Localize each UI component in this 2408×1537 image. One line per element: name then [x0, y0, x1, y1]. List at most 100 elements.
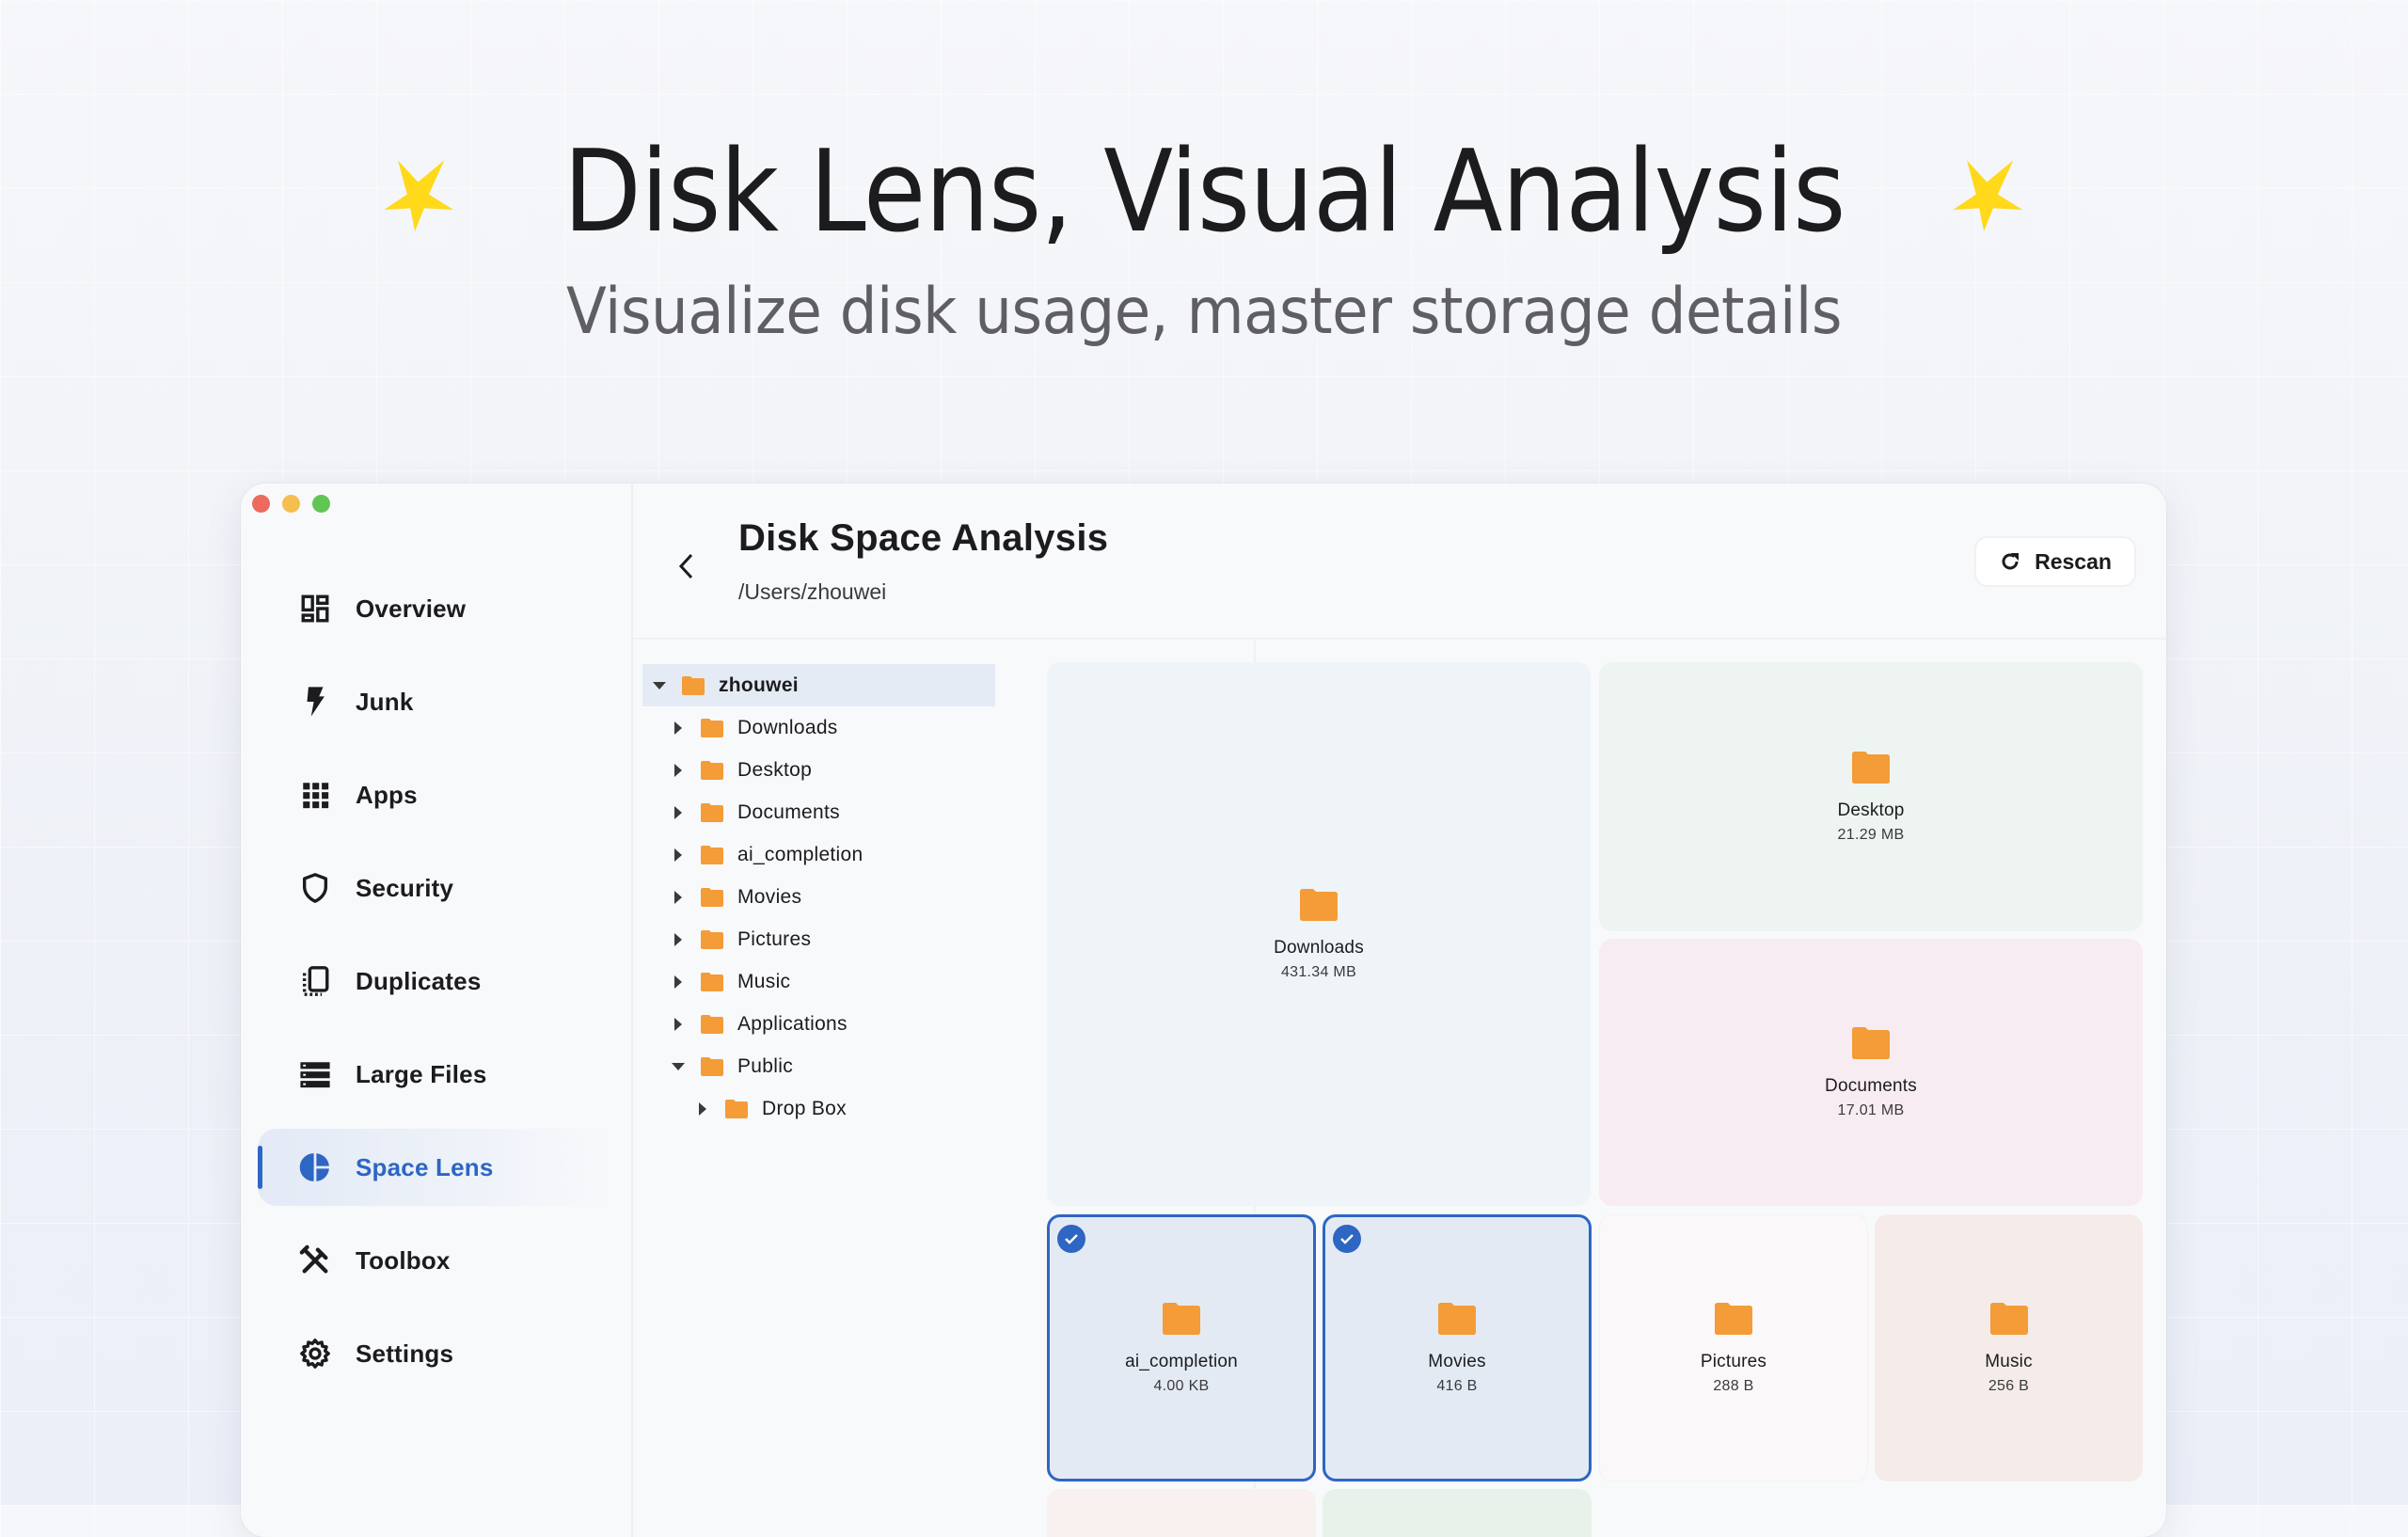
tile-name: Pictures	[1700, 1352, 1767, 1371]
sidebar-item-overview[interactable]: Overview	[258, 570, 610, 647]
tree-item-name: Drop Box	[762, 1097, 847, 1119]
tree-item-name: zhouwei	[719, 673, 799, 696]
tile-size: 256 B	[1988, 1378, 2030, 1394]
caret-right-icon[interactable]	[691, 1098, 714, 1120]
folder-icon	[1715, 1303, 1752, 1335]
folder-icon	[701, 718, 723, 737]
tile-size: 21.29 MB	[1837, 827, 1905, 843]
sidebar-item-space-lens[interactable]: Space Lens	[258, 1129, 610, 1206]
checkmark-icon[interactable]	[1333, 1225, 1361, 1253]
sidebar-item-label: Junk	[356, 687, 414, 716]
tile-name: ai_completion	[1125, 1352, 1238, 1371]
refresh-icon	[2002, 553, 2020, 570]
folder-icon	[701, 1014, 723, 1034]
close-window-button[interactable]	[252, 495, 270, 513]
sidebar-item-label: Apps	[356, 780, 418, 809]
sidebar-item-label: Duplicates	[356, 966, 482, 995]
tile-name: Movies	[1428, 1352, 1486, 1371]
rescan-button[interactable]: Rescan	[1974, 536, 2136, 587]
sidebar-item-label: Settings	[356, 1339, 454, 1368]
folder-icon	[1852, 1027, 1890, 1059]
star-icon	[384, 160, 454, 231]
tree-row[interactable]: ai_completion	[667, 833, 863, 876]
treemap-tile-desktop[interactable]: Desktop 21.29 MB	[1599, 662, 2143, 931]
tile-name: Music	[1985, 1352, 2033, 1371]
tile-name: Desktop	[1837, 800, 1905, 820]
folder-icon	[1989, 1303, 2028, 1335]
duplicate-icon	[299, 965, 331, 997]
caret-right-icon[interactable]	[667, 717, 689, 739]
caret-down-icon[interactable]	[648, 674, 671, 697]
tools-icon	[299, 1244, 331, 1276]
tile-name: Documents	[1825, 1076, 1917, 1096]
tree-row[interactable]: Drop Box	[691, 1087, 847, 1130]
hero-title-row: Disk Lens, Visual Analysis	[0, 122, 2408, 263]
treemap-tile-movies[interactable]: Movies 416 B	[1323, 1214, 1592, 1482]
treemap-tile-documents[interactable]: Documents 17.01 MB	[1599, 939, 2143, 1206]
tree-row[interactable]: Pictures	[667, 918, 811, 960]
maximize-window-button[interactable]	[312, 495, 330, 513]
page-header: Disk Space Analysis /Users/zhouwei Resca…	[633, 483, 2166, 640]
apps-grid-icon	[299, 779, 331, 811]
sidebar-item-duplicates[interactable]: Duplicates	[258, 943, 610, 1020]
folder-icon	[701, 802, 723, 822]
current-path: /Users/zhouwei	[738, 579, 887, 604]
folder-icon	[725, 1099, 748, 1118]
star-icon	[1953, 160, 2023, 231]
tree-item-name: Desktop	[737, 758, 813, 781]
back-button[interactable]	[667, 538, 705, 594]
hero-subtitle: Visualize disk usage, master storage det…	[566, 275, 1842, 349]
sidebar-item-apps[interactable]: Apps	[258, 756, 610, 833]
app-window: Overview Junk Apps Security	[241, 483, 2166, 1537]
tree-item-name: Applications	[737, 1012, 848, 1035]
tree-row[interactable]: Desktop	[667, 749, 812, 791]
page-title: Disk Space Analysis	[738, 517, 1109, 559]
sidebar-item-toolbox[interactable]: Toolbox	[258, 1222, 610, 1299]
pie-chart-icon	[299, 1151, 331, 1183]
treemap-tile-pictures[interactable]: Pictures 288 B	[1599, 1214, 1868, 1482]
caret-down-icon[interactable]	[667, 1055, 689, 1078]
minimize-window-button[interactable]	[282, 495, 300, 513]
treemap-tile-partial[interactable]	[1047, 1489, 1316, 1537]
tree-row-root[interactable]: zhouwei	[642, 664, 995, 706]
caret-right-icon[interactable]	[667, 971, 689, 993]
sidebar-item-label: Space Lens	[356, 1152, 494, 1181]
folder-icon	[701, 760, 723, 780]
sidebar-item-security[interactable]: Security	[258, 849, 610, 927]
treemap-tile-partial[interactable]	[1323, 1489, 1592, 1537]
treemap-tile-music[interactable]: Music 256 B	[1875, 1214, 2143, 1482]
caret-right-icon[interactable]	[667, 759, 689, 782]
tree-row[interactable]: Public	[667, 1045, 793, 1087]
caret-right-icon[interactable]	[667, 1013, 689, 1036]
overview-grid-icon	[299, 593, 331, 625]
sidebar-item-large-files[interactable]: Large Files	[258, 1036, 610, 1113]
sidebar-nav: Overview Junk Apps Security	[258, 570, 610, 1408]
treemap-tile-ai-completion[interactable]: ai_completion 4.00 KB	[1047, 1214, 1316, 1482]
rescan-label: Rescan	[2035, 548, 2112, 574]
tree-row[interactable]: Movies	[667, 876, 801, 918]
tree-item-name: Music	[737, 970, 791, 992]
folder-icon	[701, 845, 723, 864]
tile-name: Downloads	[1274, 938, 1364, 958]
tree-row[interactable]: Downloads	[667, 706, 838, 749]
sidebar-item-settings[interactable]: Settings	[258, 1315, 610, 1392]
caret-right-icon[interactable]	[667, 928, 689, 951]
sidebar-item-junk[interactable]: Junk	[258, 663, 610, 740]
folder-icon	[1438, 1303, 1476, 1335]
stack-icon	[299, 1058, 331, 1090]
lightning-icon	[299, 686, 331, 718]
caret-right-icon[interactable]	[667, 844, 689, 866]
tree-item-name: Movies	[737, 885, 802, 908]
caret-right-icon[interactable]	[667, 801, 689, 824]
tree-row[interactable]: Documents	[667, 791, 840, 833]
folder-icon	[701, 929, 723, 949]
tree-item-name: Pictures	[737, 927, 812, 950]
main-content: Disk Space Analysis /Users/zhouwei Resca…	[633, 483, 2166, 1537]
caret-right-icon[interactable]	[667, 886, 689, 909]
tree-row[interactable]: Music	[667, 960, 790, 1003]
folder-icon	[1300, 889, 1338, 921]
checkmark-icon[interactable]	[1057, 1225, 1085, 1253]
tree-row[interactable]: Applications	[667, 1003, 848, 1045]
folder-tree: zhouwei Downloads Desktop Documents ai_	[633, 640, 1256, 1537]
treemap-tile-downloads[interactable]: Downloads 431.34 MB	[1047, 662, 1591, 1206]
